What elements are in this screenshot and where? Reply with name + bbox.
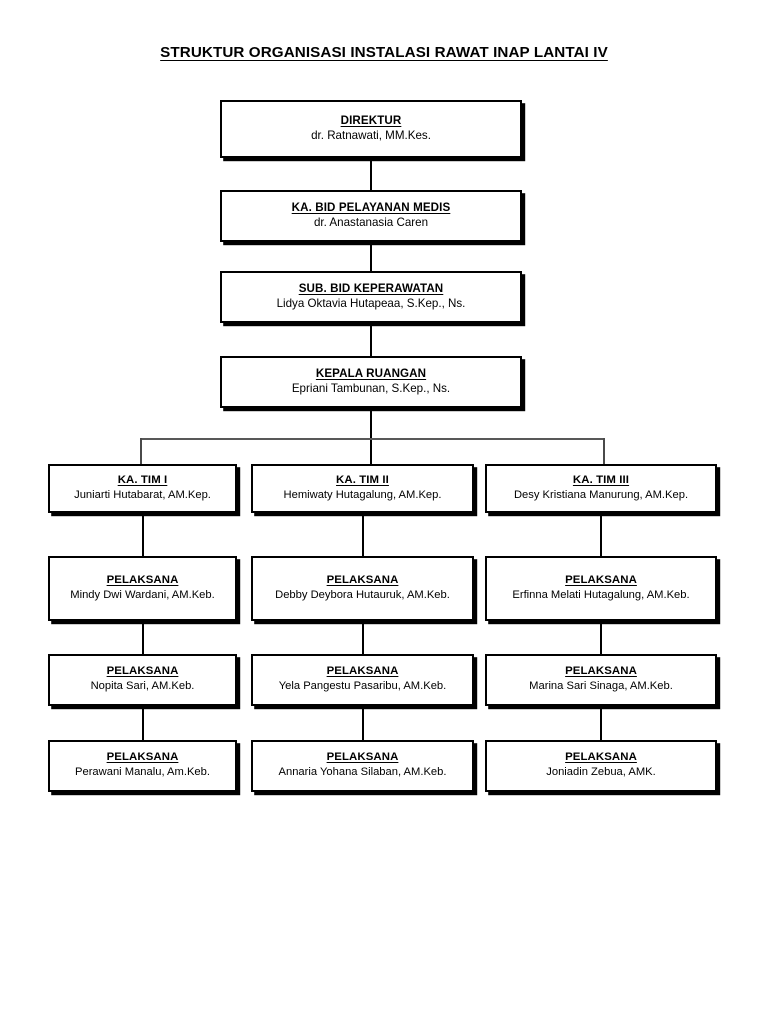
connector-t2-pelaksana2-to-3 (362, 706, 364, 740)
node-pelaksana-t3-1: PELAKSANA Erfinna Melati Hutagalung, AM.… (485, 556, 717, 621)
connector-direktur-to-kabid (370, 158, 372, 190)
node-kepala-ruangan: KEPALA RUANGAN Epriani Tambunan, S.Kep.,… (220, 356, 522, 408)
node-role: PELAKSANA (106, 573, 179, 586)
node-person: Perawani Manalu, Am.Keb. (75, 766, 210, 779)
node-role: PELAKSANA (326, 573, 399, 586)
node-person: Erfinna Melati Hutagalung, AM.Keb. (512, 588, 690, 601)
connector-kepala-ruangan-stem (370, 408, 372, 466)
node-role: PELAKSANA (565, 573, 637, 586)
node-person: Hemiwaty Hutagalung, AM.Kep. (283, 488, 442, 501)
node-direktur: DIREKTUR dr. Ratnawati, MM.Kes. (220, 100, 522, 158)
connector-kabid-to-subbid (370, 242, 372, 271)
node-person: Joniadin Zebua, AMK. (546, 766, 656, 779)
node-role: KA. TIM I (117, 473, 168, 486)
node-pelaksana-t2-2: PELAKSANA Yela Pangestu Pasaribu, AM.Keb… (251, 654, 474, 706)
node-role: PELAKSANA (565, 665, 637, 678)
node-role: PELAKSANA (326, 665, 399, 678)
node-role: PELAKSANA (106, 665, 179, 678)
node-role: KEPALA RUANGAN (315, 367, 427, 381)
connector-tim1-to-pelaksana-1 (142, 513, 144, 556)
node-person: Epriani Tambunan, S.Kep., Ns. (291, 382, 451, 395)
node-role: KA. TIM II (336, 473, 389, 486)
node-ka-tim-1: KA. TIM I Juniarti Hutabarat, AM.Kep. (48, 464, 237, 513)
node-pelaksana-t2-1: PELAKSANA Debby Deybora Hutauruk, AM.Keb… (251, 556, 474, 621)
node-ka-tim-2: KA. TIM II Hemiwaty Hutagalung, AM.Kep. (251, 464, 474, 513)
node-person: Desy Kristiana Manurung, AM.Kep. (513, 488, 689, 501)
node-pelaksana-t3-2: PELAKSANA Marina Sari Sinaga, AM.Keb. (485, 654, 717, 706)
node-person: Annaria Yohana Silaban, AM.Keb. (278, 766, 447, 779)
node-pelaksana-t1-1: PELAKSANA Mindy Dwi Wardani, AM.Keb. (48, 556, 237, 621)
node-person: Nopita Sari, AM.Keb. (90, 680, 195, 693)
node-sub-bid-keperawatan: SUB. BID KEPERAWATAN Lidya Oktavia Hutap… (220, 271, 522, 323)
connector-bus-to-tim-3 (603, 438, 605, 466)
node-pelaksana-t1-3: PELAKSANA Perawani Manalu, Am.Keb. (48, 740, 237, 792)
node-person: Lidya Oktavia Hutapeaa, S.Kep., Ns. (276, 297, 466, 310)
node-person: Yela Pangestu Pasaribu, AM.Keb. (278, 680, 447, 693)
connector-t1-pelaksana1-to-2 (142, 621, 144, 654)
node-role: DIREKTUR (340, 114, 402, 128)
node-person: dr. Anastanasia Caren (313, 216, 429, 229)
node-role: SUB. BID KEPERAWATAN (298, 282, 444, 296)
node-role: KA. BID PELAYANAN MEDIS (291, 201, 451, 215)
node-pelaksana-t1-2: PELAKSANA Nopita Sari, AM.Keb. (48, 654, 237, 706)
connector-team-bus (140, 438, 604, 440)
node-pelaksana-t2-3: PELAKSANA Annaria Yohana Silaban, AM.Keb… (251, 740, 474, 792)
connector-t2-pelaksana1-to-2 (362, 621, 364, 654)
node-ka-bid-pelayanan-medis: KA. BID PELAYANAN MEDIS dr. Anastanasia … (220, 190, 522, 242)
connector-tim3-to-pelaksana-1 (600, 513, 602, 556)
node-person: Mindy Dwi Wardani, AM.Keb. (70, 588, 215, 601)
node-role: KA. TIM III (572, 473, 630, 486)
connector-bus-to-tim-1 (140, 438, 142, 466)
node-role: PELAKSANA (565, 751, 637, 764)
node-person: Juniarti Hutabarat, AM.Kep. (74, 488, 211, 501)
node-person: Marina Sari Sinaga, AM.Keb. (529, 680, 673, 693)
node-pelaksana-t3-3: PELAKSANA Joniadin Zebua, AMK. (485, 740, 717, 792)
connector-t3-pelaksana1-to-2 (600, 621, 602, 654)
node-ka-tim-3: KA. TIM III Desy Kristiana Manurung, AM.… (485, 464, 717, 513)
connector-t1-pelaksana2-to-3 (142, 706, 144, 740)
node-person: dr. Ratnawati, MM.Kes. (311, 129, 431, 142)
connector-subbid-to-kepala-ruangan (370, 323, 372, 356)
node-person: Debby Deybora Hutauruk, AM.Keb. (275, 588, 450, 601)
connector-t3-pelaksana2-to-3 (600, 706, 602, 740)
node-role: PELAKSANA (106, 751, 179, 764)
node-role: PELAKSANA (326, 751, 399, 764)
page-title: STRUKTUR ORGANISASI INSTALASI RAWAT INAP… (160, 44, 608, 61)
connector-tim2-to-pelaksana-1 (362, 513, 364, 556)
